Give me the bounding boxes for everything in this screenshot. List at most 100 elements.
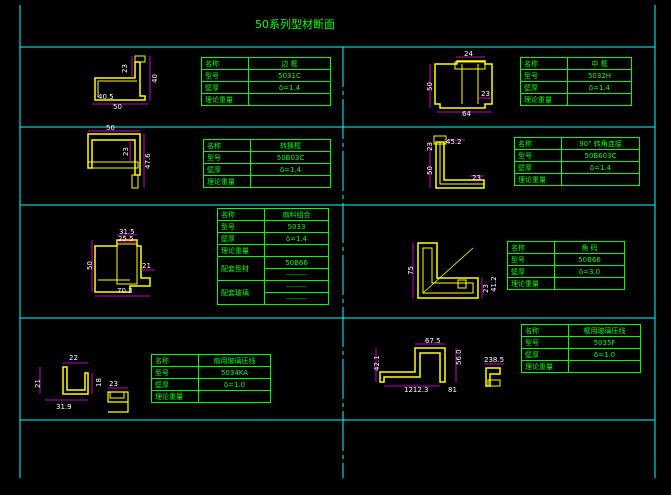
spec-value: 扇用玻璃压线 <box>198 354 271 367</box>
spec-key: 名称 <box>217 208 265 221</box>
spec-key: 理论重量 <box>203 175 251 188</box>
spec-key: 壁厚 <box>203 163 251 176</box>
spec-value <box>568 360 641 373</box>
spec-key: 名称 <box>514 137 562 150</box>
spec-value: δ=1.4 <box>567 81 632 94</box>
dim-label: 23 <box>109 380 118 388</box>
spec-value: 5035F <box>568 336 641 349</box>
dim-label: 50 <box>426 166 434 175</box>
spec-value: 50B603C <box>561 149 640 162</box>
spec-key: 理论重量 <box>151 390 199 403</box>
dim-label: 238.5 <box>484 356 504 364</box>
profile-5033: 31.5 25.5 50 21 70.3 <box>86 228 155 297</box>
spec-key: 型号 <box>217 220 265 233</box>
spec-key: 型号 <box>507 253 555 266</box>
spec-value: 5031C <box>248 69 331 82</box>
page-title: 50系列型材断面 <box>255 18 335 31</box>
dim-label: 56.0 <box>455 349 463 365</box>
spec-value: δ=1.4 <box>248 81 331 94</box>
spec-value: 90° 转角连接 <box>561 137 640 150</box>
spec-value: 框用玻璃压线 <box>568 324 641 337</box>
spec-key: 理论重量 <box>507 277 555 290</box>
spec-key: 型号 <box>203 151 251 164</box>
spec-key: 壁厚 <box>514 161 562 174</box>
dim-label: 67.5 <box>425 337 441 345</box>
spec-value: 角 码 <box>554 241 625 254</box>
dim-label: 23 <box>121 64 129 73</box>
profile-5031c: 23 40 40.5 50 <box>92 55 159 111</box>
dim-label: 64 <box>462 110 471 118</box>
spec-key: 型号 <box>521 336 569 349</box>
spec-key: 壁厚 <box>507 265 555 278</box>
spec-value: δ=1.0 <box>568 348 641 361</box>
spec-value: -------- <box>264 292 329 305</box>
spec-value <box>264 244 329 257</box>
spec-key: 壁厚 <box>217 232 265 245</box>
dim-label: 31.9 <box>56 403 72 411</box>
spec-key: 配套玻璃 <box>217 280 265 305</box>
profile-5034ka: 22 21 18 31.9 23 <box>34 354 129 413</box>
dim-label: 40 <box>151 74 159 83</box>
dim-label: 1212.3 <box>404 386 429 394</box>
dim-label: 42.1 <box>373 355 381 371</box>
dim-label: 23 <box>426 142 434 151</box>
spec-value <box>198 390 271 403</box>
dim-label: 47.6 <box>144 153 152 169</box>
spec-key: 理论重量 <box>201 93 249 106</box>
spec-value: 中 框 <box>567 57 632 70</box>
spec-value: 50B66 <box>554 253 625 266</box>
grid-lines <box>19 5 656 478</box>
profile-5035f: 67.5 42.1 56.0 1212.3 81 238.5 <box>373 337 504 394</box>
spec-key: 壁厚 <box>201 81 249 94</box>
spec-key: 理论重量 <box>217 244 265 257</box>
spec-key: 型号 <box>520 69 568 82</box>
spec-value: δ=1.4 <box>264 232 329 245</box>
spec-value: 5033 <box>264 220 329 233</box>
spec-value <box>561 173 640 186</box>
spec-key: 理论重量 <box>520 93 568 106</box>
spec-value: 50B66 <box>264 256 329 269</box>
spec-value: δ=1.0 <box>198 378 271 391</box>
spec-value: 5032H <box>567 69 632 82</box>
dim-label: 41.2 <box>490 276 498 292</box>
spec-value <box>554 277 625 290</box>
dim-label: 25.5 <box>118 235 134 243</box>
spec-key: 型号 <box>201 69 249 82</box>
spec-key: 理论重量 <box>514 173 562 186</box>
spec-key: 型号 <box>151 366 199 379</box>
spec-value: δ=1.4 <box>250 163 331 176</box>
dim-label: 21 <box>34 379 42 388</box>
spec-value <box>567 93 632 106</box>
spec-key: 型号 <box>514 149 562 162</box>
spec-value <box>248 93 331 106</box>
dim-label: 22 <box>69 354 78 362</box>
dim-label: 40.5 <box>98 93 114 101</box>
spec-key: 壁厚 <box>151 378 199 391</box>
spec-key: 名称 <box>521 324 569 337</box>
spec-key: 理论重量 <box>521 360 569 373</box>
profile-50b66: 75 23 41.2 <box>407 242 498 299</box>
spec-value: δ=3.0 <box>554 265 625 278</box>
spec-value: -------- <box>264 280 329 293</box>
dim-label: 50 <box>106 124 115 132</box>
dim-label: 18 <box>95 378 103 387</box>
dim-label: 23 <box>122 147 130 156</box>
dim-label: 50 <box>86 261 94 270</box>
dim-label: 23 <box>472 174 481 182</box>
spec-value <box>250 175 331 188</box>
spec-value: 5034KA <box>198 366 271 379</box>
dim-label: 31.5 <box>119 228 135 236</box>
dim-label: 21 <box>142 262 151 270</box>
spec-value: 50B03C <box>250 151 331 164</box>
dim-label: 50 <box>113 103 122 111</box>
dim-label: 75 <box>407 266 415 275</box>
profile-5032h: 24 50 23 64 <box>426 50 493 118</box>
